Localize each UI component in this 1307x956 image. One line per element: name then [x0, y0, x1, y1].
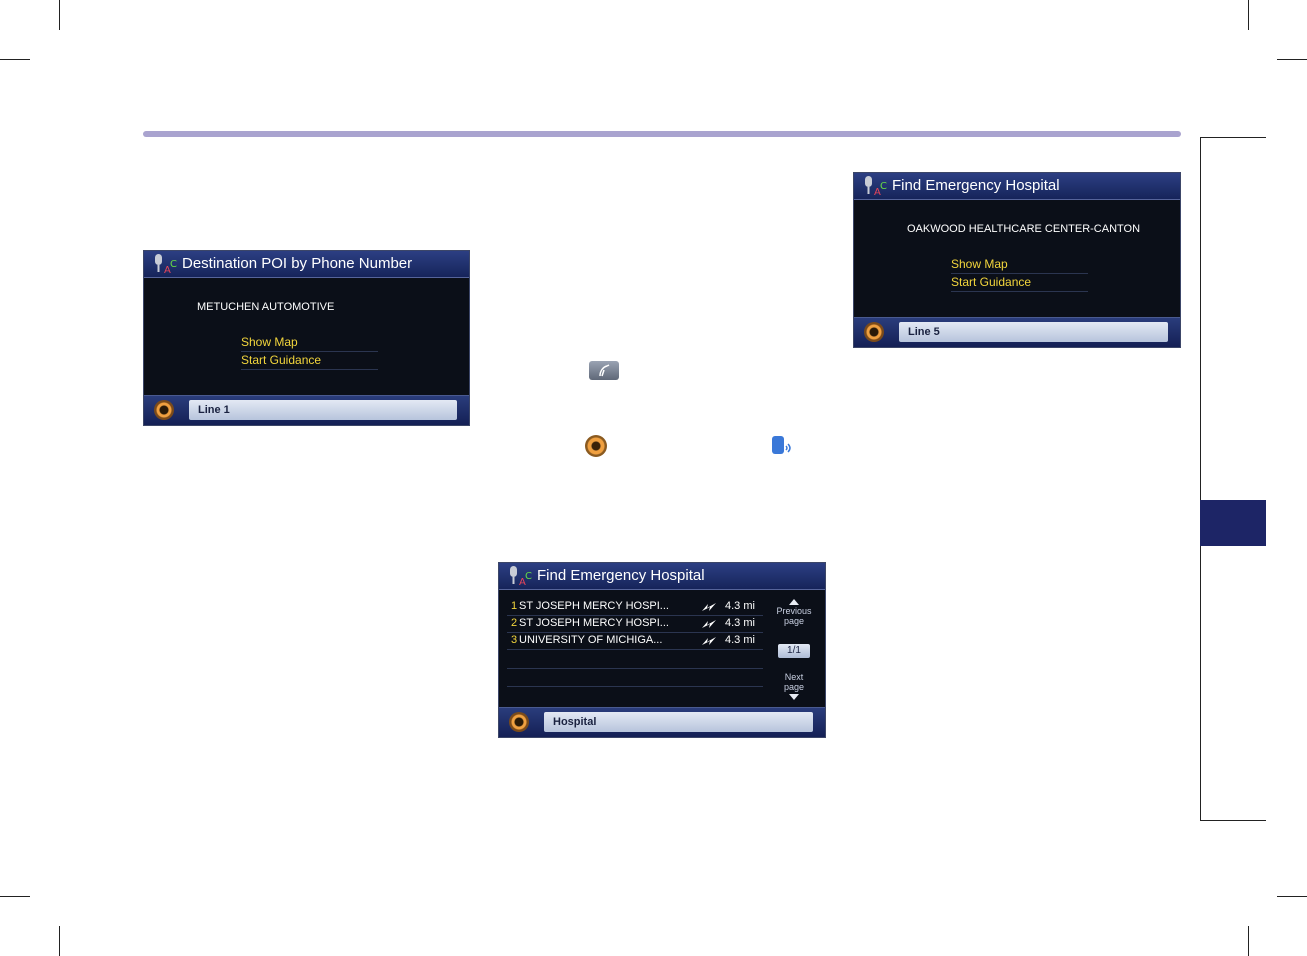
- svg-text:C: C: [525, 571, 532, 582]
- screen-footer: Line 5: [854, 317, 1180, 347]
- voice-recognition-field: Hospital: [544, 712, 813, 732]
- show-map-option[interactable]: Show Map: [241, 334, 378, 352]
- list-item-name: UNIVERSITY OF MICHIGA...: [519, 634, 663, 646]
- speaker-icon[interactable]: [154, 400, 174, 420]
- direction-arrow-icon: [702, 620, 716, 628]
- crop-mark: [1277, 896, 1307, 897]
- talk-button-glyph: [599, 364, 610, 377]
- start-guidance-option[interactable]: Start Guidance: [241, 352, 378, 370]
- side-rule: [1200, 137, 1201, 821]
- empty-list-row: [507, 669, 763, 687]
- list-item-name: ST JOSEPH MERCY HOSPI...: [519, 600, 669, 612]
- screen-footer: Hospital: [499, 707, 825, 737]
- list-item-distance: 4.3 mi: [725, 634, 755, 646]
- next-page-button[interactable]: Next page: [769, 672, 819, 692]
- svg-text:C: C: [880, 181, 887, 192]
- voice-recognition-field: Line 1: [189, 400, 457, 420]
- screen-title: Find Emergency Hospital: [892, 177, 1060, 194]
- crop-mark: [59, 926, 60, 956]
- show-map-option[interactable]: Show Map: [951, 256, 1088, 274]
- svg-text:A: A: [164, 265, 171, 275]
- list-item-number: 2: [511, 617, 518, 629]
- crop-mark: [1277, 59, 1307, 60]
- crop-mark: [59, 0, 60, 30]
- voice-recognition-field: Line 5: [899, 322, 1168, 342]
- screen-title-bar: A C Destination POI by Phone Number: [144, 251, 469, 278]
- screen-title: Destination POI by Phone Number: [182, 255, 413, 272]
- speaker-icon: [585, 435, 607, 457]
- screen-title-bar: A C Find Emergency Hospital: [854, 173, 1180, 200]
- next-page-label: Next: [784, 672, 804, 682]
- previous-page-label: page: [783, 616, 805, 626]
- svg-text:C: C: [170, 259, 177, 270]
- direction-arrow-icon: [702, 637, 716, 645]
- start-guidance-option[interactable]: Start Guidance: [951, 274, 1088, 292]
- screen-hospital-detail: A C Find Emergency Hospital OAKWOOD HEAL…: [853, 172, 1181, 348]
- list-item[interactable]: 3 UNIVERSITY OF MICHIGA... 4.3 mi: [507, 632, 763, 650]
- speaker-icon[interactable]: [864, 322, 884, 342]
- previous-page-button[interactable]: Previous page: [769, 606, 819, 626]
- talk-button-icon: [589, 361, 619, 380]
- page-down-arrow-icon[interactable]: [789, 694, 799, 700]
- svg-text:A: A: [519, 577, 526, 587]
- screen-footer: Line 1: [144, 395, 469, 425]
- svg-text:A: A: [874, 187, 881, 197]
- side-rule-top: [1200, 137, 1266, 138]
- crop-mark: [0, 896, 30, 897]
- screen-title: Find Emergency Hospital: [537, 567, 705, 584]
- list-item-number: 3: [511, 634, 518, 646]
- microphone-abc-icon: A C: [510, 566, 532, 587]
- empty-list-row: [507, 651, 763, 669]
- chapter-tab: [1200, 500, 1266, 546]
- poi-name: OAKWOOD HEALTHCARE CENTER-CANTON: [907, 223, 1141, 235]
- list-item-number: 1: [511, 600, 518, 612]
- poi-name: METUCHEN AUTOMOTIVE: [197, 301, 335, 313]
- screen-destination-poi: A C Destination POI by Phone Number METU…: [143, 250, 470, 426]
- microphone-abc-icon: A C: [865, 176, 887, 197]
- crop-mark: [1248, 0, 1249, 30]
- crop-mark: [1248, 926, 1249, 956]
- screen-hospital-list: A C Find Emergency Hospital 1 ST JOSEPH …: [498, 562, 826, 738]
- list-item[interactable]: 2 ST JOSEPH MERCY HOSPI... 4.3 mi: [507, 615, 763, 633]
- screen-title-bar: A C Find Emergency Hospital: [499, 563, 825, 590]
- phone-voice-icon: [772, 436, 791, 454]
- page-indicator: 1/1: [778, 644, 810, 658]
- list-item-distance: 4.3 mi: [725, 600, 755, 612]
- list-item-name: ST JOSEPH MERCY HOSPI...: [519, 617, 669, 629]
- list-item[interactable]: 1 ST JOSEPH MERCY HOSPI... 4.3 mi: [507, 598, 763, 616]
- crop-mark: [0, 59, 30, 60]
- page-up-arrow-icon[interactable]: [789, 599, 799, 605]
- speaker-icon[interactable]: [509, 712, 529, 732]
- side-rule-bottom: [1200, 820, 1266, 821]
- header-accent-bar: [143, 131, 1181, 137]
- direction-arrow-icon: [702, 603, 716, 611]
- next-page-label: page: [783, 682, 805, 692]
- previous-page-label: Previous: [776, 606, 812, 616]
- list-item-distance: 4.3 mi: [725, 617, 755, 629]
- microphone-abc-icon: A C: [155, 254, 177, 275]
